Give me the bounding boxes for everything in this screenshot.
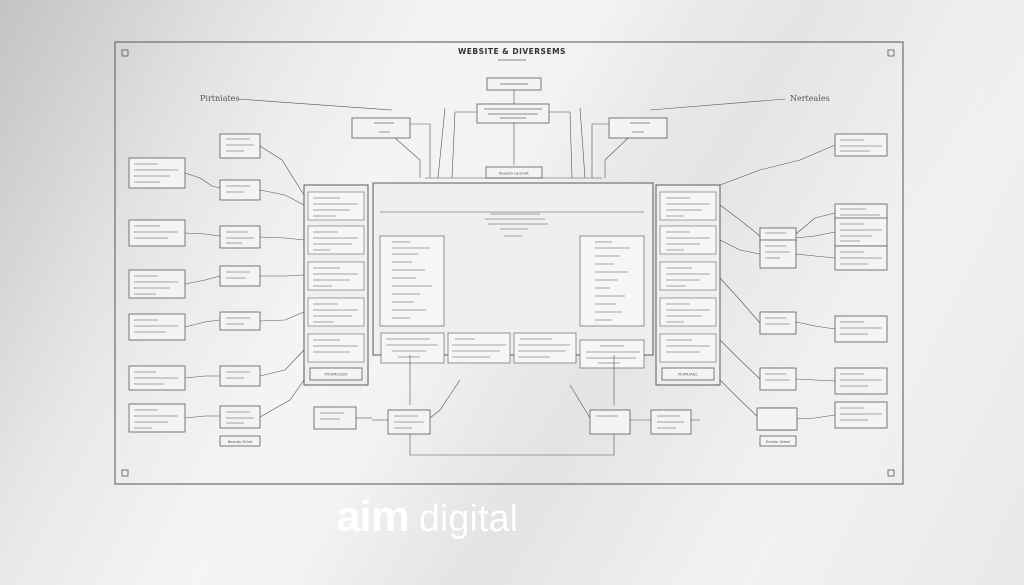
board-frame <box>114 41 904 485</box>
right-heading-connector <box>649 98 786 111</box>
corner-marker-top-right <box>887 49 895 57</box>
center-label: Reauita Lacoratt <box>499 172 529 176</box>
main-right-column <box>579 235 645 327</box>
main-bottom-box-2 <box>447 332 511 364</box>
corner-marker-bottom-left <box>121 469 129 477</box>
right-bottom-label: Drcalor Steen <box>766 440 791 444</box>
right-footer-label: PIUMLIAGC <box>678 373 698 377</box>
left-footer-box <box>309 367 363 381</box>
corner-marker-top-left <box>121 49 129 57</box>
main-bottom-box-1 <box>380 332 445 364</box>
logo-word-aim: aim <box>336 492 410 541</box>
left-heading: Pirtniates <box>200 94 240 103</box>
left-top-node <box>351 117 411 139</box>
right-heading: Nerteales <box>790 94 830 103</box>
main-bottom-box-4 <box>579 339 645 369</box>
left-outer-nodes <box>128 157 186 433</box>
corner-marker-bottom-right <box>887 469 895 477</box>
main-left-column <box>379 235 445 327</box>
left-footer-label: PIOUMLUGIO <box>325 373 348 377</box>
right-top-node <box>608 117 668 139</box>
left-bottom-label: Beaudy Drlint <box>228 440 253 444</box>
main-bottom-box-3 <box>513 332 577 364</box>
right-footer-box <box>661 367 715 381</box>
left-heading-connector <box>237 98 393 111</box>
logo-word-digital: digital <box>418 498 519 540</box>
top-sub-node <box>476 103 550 124</box>
diagram-title: WEBSITE & DIVERSEMS <box>458 47 566 56</box>
